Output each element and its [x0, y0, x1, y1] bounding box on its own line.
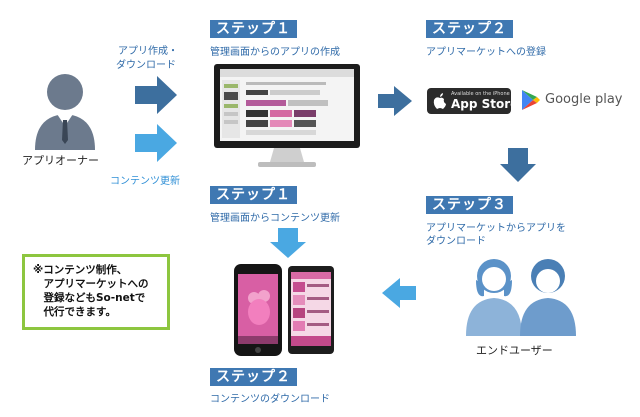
step3-caption-1: アプリマーケットからアプリを: [426, 223, 566, 234]
step3-caption-2: ダウンロード: [426, 236, 486, 247]
to-users-arrow: [500, 148, 536, 182]
smartphones-icon: [234, 264, 334, 356]
owner-person-icon: [35, 74, 95, 150]
note-line: 代行できます。: [33, 306, 116, 318]
content-update-label: コンテンツ更新: [110, 176, 180, 187]
note-line: 登録などもSo-netで: [33, 292, 146, 304]
note-line: アプリマーケットへの: [33, 278, 149, 290]
app-store-text: App Store: [451, 97, 519, 111]
end-users-icon: [466, 259, 576, 336]
google-play-icon: [522, 90, 540, 110]
to-market-arrow: [378, 86, 412, 116]
end-user-label: エンドユーザー: [476, 344, 553, 357]
google-play-text: Google play: [545, 92, 623, 107]
update-arrow: [135, 124, 177, 162]
step2-caption: アプリマーケットへの登録: [426, 47, 546, 58]
app-store-badge: Available on the iPhone App Store: [427, 88, 518, 114]
note-line: ※コンテンツ制作、: [33, 264, 128, 276]
step3-badge: ステップ３: [426, 196, 513, 214]
step1-update-badge: ステップ１: [210, 186, 297, 204]
step2-download-badge: ステップ２: [210, 368, 297, 386]
create-download-label-1: アプリ作成・: [118, 46, 178, 57]
app-store-small-text: Available on the iPhone: [451, 91, 510, 97]
from-users-arrow: [382, 278, 416, 308]
owner-label: アプリオーナー: [22, 154, 99, 167]
to-phones-arrow: [270, 228, 306, 258]
step1-update-caption: 管理画面からコンテンツ更新: [210, 213, 340, 224]
apple-icon: [433, 93, 446, 109]
step1-badge: ステップ１: [210, 20, 297, 38]
admin-monitor-icon: [214, 64, 360, 167]
step1-caption: 管理画面からのアプリの作成: [210, 47, 340, 58]
step2-badge: ステップ２: [426, 20, 513, 38]
create-arrow: [135, 76, 177, 114]
step2-download-caption: コンテンツのダウンロード: [210, 394, 330, 405]
create-download-label-2: ダウンロード: [116, 60, 176, 71]
outsourcing-note: ※コンテンツ制作、 アプリマーケットへの 登録などもSo-netで 代行できます…: [22, 254, 170, 330]
